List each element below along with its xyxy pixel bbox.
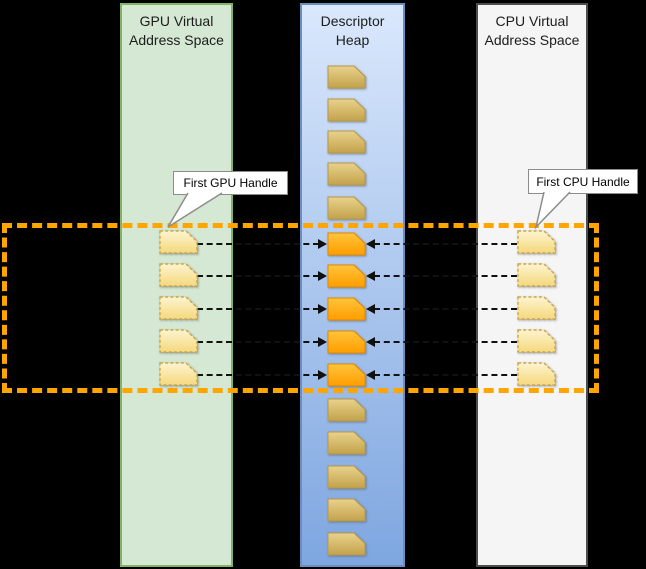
selection-rectangle bbox=[2, 223, 599, 393]
gpu-callout-tail bbox=[167, 192, 223, 228]
arrowhead-right-icon bbox=[318, 304, 327, 314]
arrowhead-right-icon bbox=[318, 239, 327, 249]
descriptor-icon bbox=[327, 196, 366, 220]
selected-descriptor-icon bbox=[327, 264, 366, 288]
arrowhead-right-icon bbox=[318, 271, 327, 281]
gpu-callout-label: First GPU Handle bbox=[183, 176, 278, 190]
cpu-handle-arrow bbox=[374, 308, 517, 310]
selected-descriptor-icon bbox=[327, 363, 366, 387]
cpu-handle-icon bbox=[517, 296, 556, 320]
selected-descriptor-icon bbox=[327, 232, 366, 256]
arrowhead-left-icon bbox=[366, 370, 375, 380]
arrowhead-left-icon bbox=[366, 239, 375, 249]
selected-descriptor-icon bbox=[327, 330, 366, 354]
descriptor-icon bbox=[327, 162, 366, 186]
gpu-handle-arrow bbox=[197, 275, 319, 277]
descriptor-icon bbox=[327, 398, 366, 422]
gpu-handle-icon bbox=[159, 263, 198, 287]
gpu-handle-icon bbox=[159, 329, 198, 353]
gpu-handle-arrow bbox=[197, 374, 319, 376]
arrowhead-right-icon bbox=[318, 337, 327, 347]
descriptor-icon bbox=[327, 532, 366, 556]
cpu-callout-label: First CPU Handle bbox=[536, 174, 630, 189]
cpu-column-title: CPU Virtual Address Space bbox=[484, 13, 580, 49]
descriptor-icon bbox=[327, 98, 366, 122]
cpu-handle-icon bbox=[517, 329, 556, 353]
cpu-handle-arrow bbox=[374, 374, 517, 376]
arrowhead-right-icon bbox=[318, 370, 327, 380]
cpu-handle-icon bbox=[517, 263, 556, 287]
gpu-handle-arrow bbox=[197, 341, 319, 343]
cpu-handle-arrow bbox=[374, 341, 517, 343]
gpu-handle-icon bbox=[159, 362, 198, 386]
gpu-handle-icon bbox=[159, 296, 198, 320]
descriptor-icon bbox=[327, 130, 366, 154]
heap-column-title: Descriptor Heap bbox=[320, 13, 385, 49]
cpu-handle-callout: First CPU Handle bbox=[528, 169, 638, 194]
descriptor-icon bbox=[327, 65, 366, 89]
cpu-callout-tail bbox=[534, 191, 571, 230]
descriptor-icon bbox=[327, 465, 366, 489]
cpu-handle-icon bbox=[517, 230, 556, 254]
gpu-column-title: GPU Virtual Address Space bbox=[129, 13, 224, 49]
cpu-handle-icon bbox=[517, 362, 556, 386]
cpu-handle-arrow bbox=[374, 275, 517, 277]
gpu-handle-arrow bbox=[197, 243, 319, 245]
gpu-handle-icon bbox=[159, 230, 198, 254]
arrowhead-left-icon bbox=[366, 304, 375, 314]
arrowhead-left-icon bbox=[366, 271, 375, 281]
cpu-handle-arrow bbox=[374, 243, 517, 245]
arrowhead-left-icon bbox=[366, 337, 375, 347]
descriptor-icon bbox=[327, 431, 366, 455]
gpu-handle-arrow bbox=[197, 308, 319, 310]
selected-descriptor-icon bbox=[327, 297, 366, 321]
gpu-handle-callout: First GPU Handle bbox=[173, 171, 288, 195]
descriptor-icon bbox=[327, 498, 366, 522]
